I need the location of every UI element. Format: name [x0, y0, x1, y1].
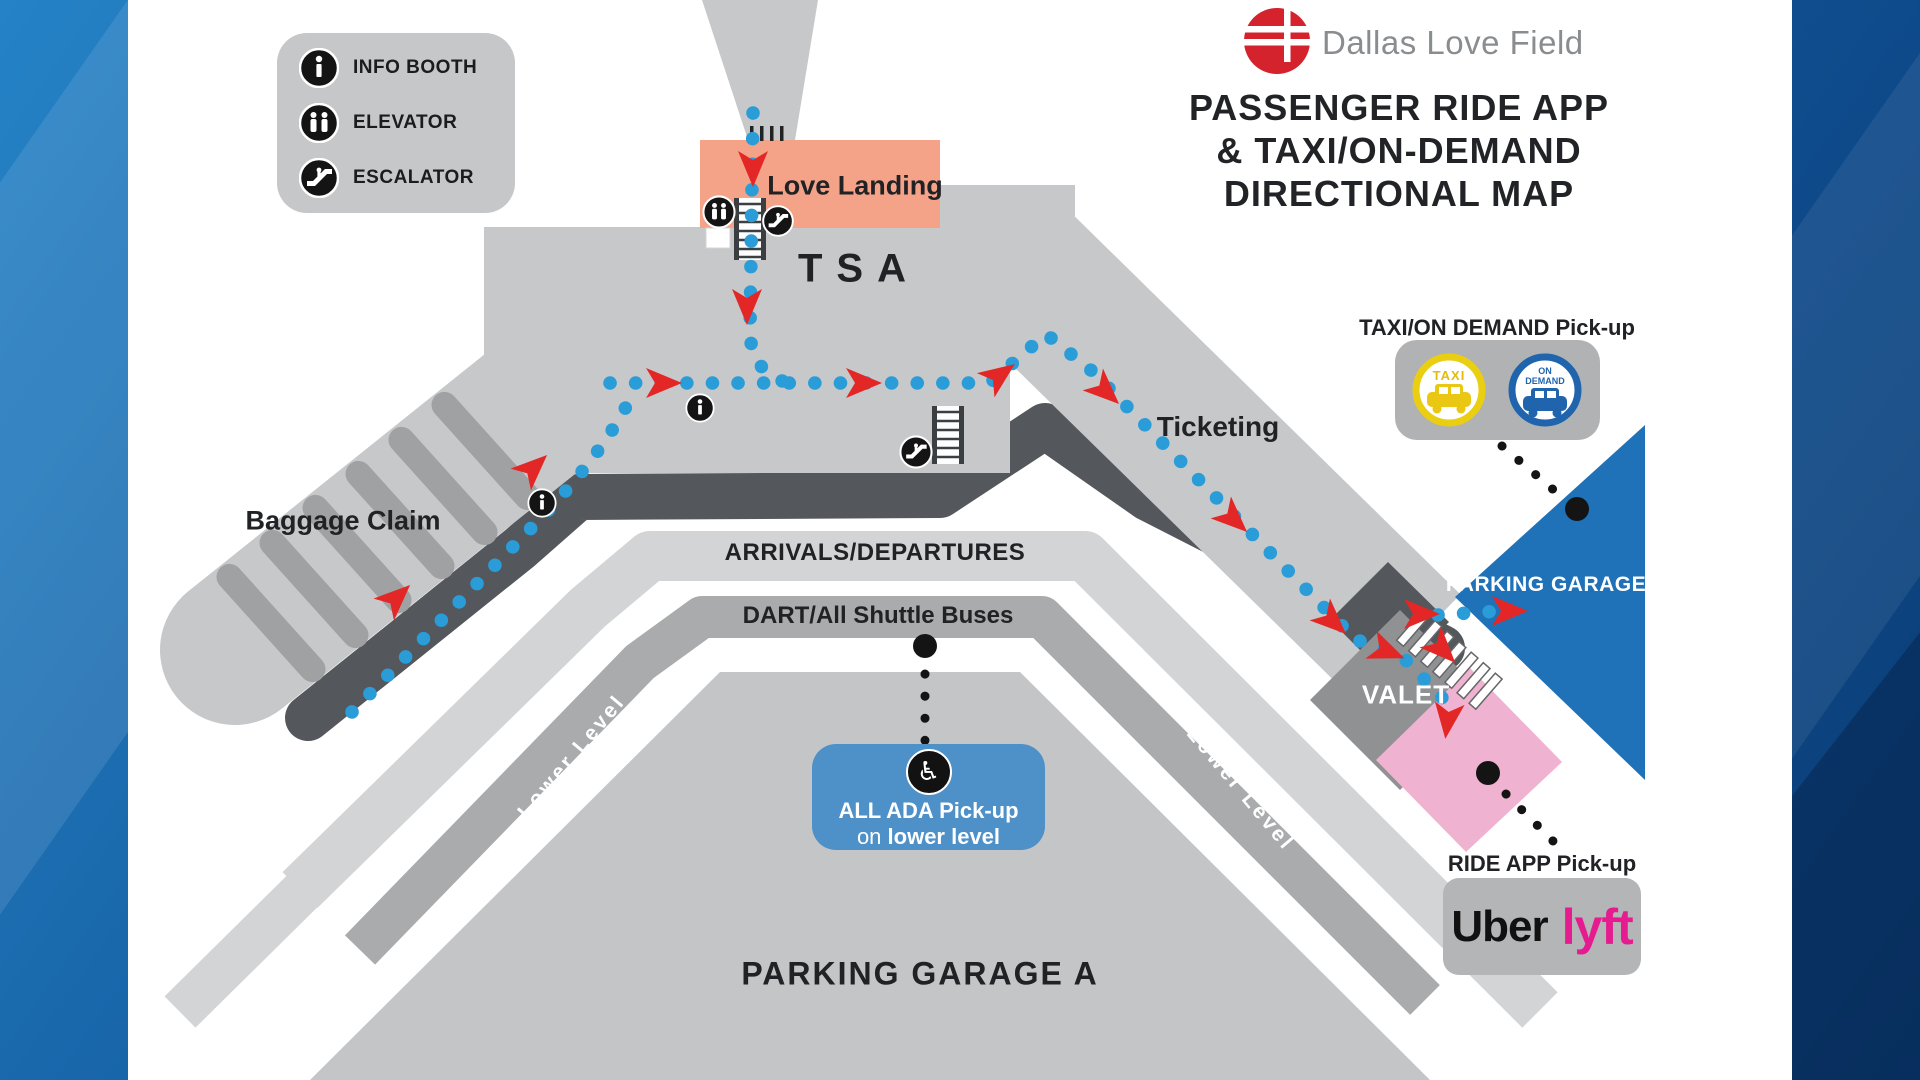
- elevator-icon: [299, 102, 339, 143]
- valet-label: VALET: [1361, 679, 1451, 710]
- brand-name: Dallas Love Field: [1322, 24, 1584, 61]
- ada-line1: ALL ADA Pick-up: [838, 798, 1019, 823]
- elevator-lobby: [705, 227, 731, 249]
- pickup-connectors: [913, 441, 1589, 853]
- info-booth-icon: [527, 488, 557, 518]
- dart-shuttle-label: DART/All Shuttle Buses: [742, 602, 1014, 629]
- dallas-love-field-logo: [1243, 7, 1311, 74]
- legend-row: ELEVATOR: [299, 102, 515, 143]
- airport-map-graphic: [160, 0, 1645, 1080]
- taxi-icon: TAXI: [1412, 353, 1486, 427]
- ride-app-brands-badge: Uber lyft: [1443, 878, 1641, 975]
- info-booth-icon: [299, 48, 339, 89]
- uber-logo: Uber: [1451, 901, 1548, 951]
- title-line: DIRECTIONAL MAP: [1223, 173, 1575, 214]
- ada-line2: on lower level: [857, 824, 1000, 850]
- baggage-claim-label: Baggage Claim: [245, 505, 441, 536]
- escalator-icon: [299, 157, 339, 198]
- taxi-on-demand-pickup-label: TAXI/ON DEMAND Pick-up: [1359, 315, 1635, 340]
- dart-shuttle-road: [344, 596, 1440, 1015]
- ada-line2-bold: lower level: [887, 824, 1001, 849]
- legend-label: ESCALATOR: [353, 166, 474, 188]
- parking-garage-c-area: [1455, 425, 1645, 780]
- title-line: & TAXI/ON-DEMAND: [1216, 130, 1582, 171]
- taxi-on-demand-icons: TAXI ON DEMAND: [1412, 353, 1582, 427]
- parking-garage-c-label: PARKING GARAGE C: [1445, 573, 1669, 596]
- on-demand-icon: ON DEMAND: [1508, 353, 1582, 427]
- love-landing-label: Love Landing: [767, 170, 943, 201]
- escalator-icon: [762, 205, 794, 237]
- ticketing-wing: [957, 204, 1461, 702]
- legend-label: INFO BOOTH: [353, 57, 478, 79]
- arrivals-departures-road: [282, 531, 1558, 1028]
- svg-text:ON: ON: [1538, 366, 1552, 376]
- parking-garage-a-area: [310, 672, 1430, 1080]
- arrivals-departures-label: ARRIVALS/DEPARTURES: [724, 539, 1026, 566]
- taxi-on-demand-badge: TAXI ON DEMAND: [1395, 340, 1600, 440]
- info-booth-icon: [685, 393, 715, 423]
- lyft-logo: lyft: [1561, 898, 1634, 955]
- parking-garage-a-label: PARKING GARAGE A: [741, 955, 1099, 992]
- legend-row: INFO BOOTH: [299, 48, 515, 89]
- ada-pickup-callout: ♿ ALL ADA Pick-up on lower level: [812, 744, 1045, 850]
- legend: INFO BOOTH ELEVATOR ESCALATOR: [277, 33, 515, 213]
- elevator-icon: [702, 195, 736, 229]
- legend-row: ESCALATOR: [299, 157, 515, 198]
- map-title: PASSENGER RIDE APP & TAXI/ON-DEMAND DIRE…: [1174, 86, 1624, 215]
- baggage-carousels: [216, 391, 541, 683]
- svg-text:DEMAND: DEMAND: [1525, 376, 1565, 386]
- escalator-stairs: [932, 406, 964, 464]
- escalator-icon: [899, 435, 933, 469]
- wheelchair-icon: ♿: [905, 749, 952, 795]
- ada-line2-prefix: on: [856, 824, 888, 849]
- tsa-label: TSA: [798, 246, 920, 291]
- ride-app-pickup-label: RIDE APP Pick-up: [1447, 851, 1637, 876]
- escalator-stairs: [734, 198, 766, 260]
- concourse-walkway: [702, 0, 818, 140]
- ride-app-pickup-area: [1376, 668, 1562, 852]
- map-page: INFO BOOTH ELEVATOR ESCALATOR Dallas Lov…: [128, 0, 1792, 1080]
- svg-text:TAXI: TAXI: [1433, 368, 1466, 383]
- title-line: PASSENGER RIDE APP: [1188, 87, 1610, 128]
- ticketing-label: Ticketing: [1156, 411, 1280, 442]
- legend-label: ELEVATOR: [353, 111, 458, 133]
